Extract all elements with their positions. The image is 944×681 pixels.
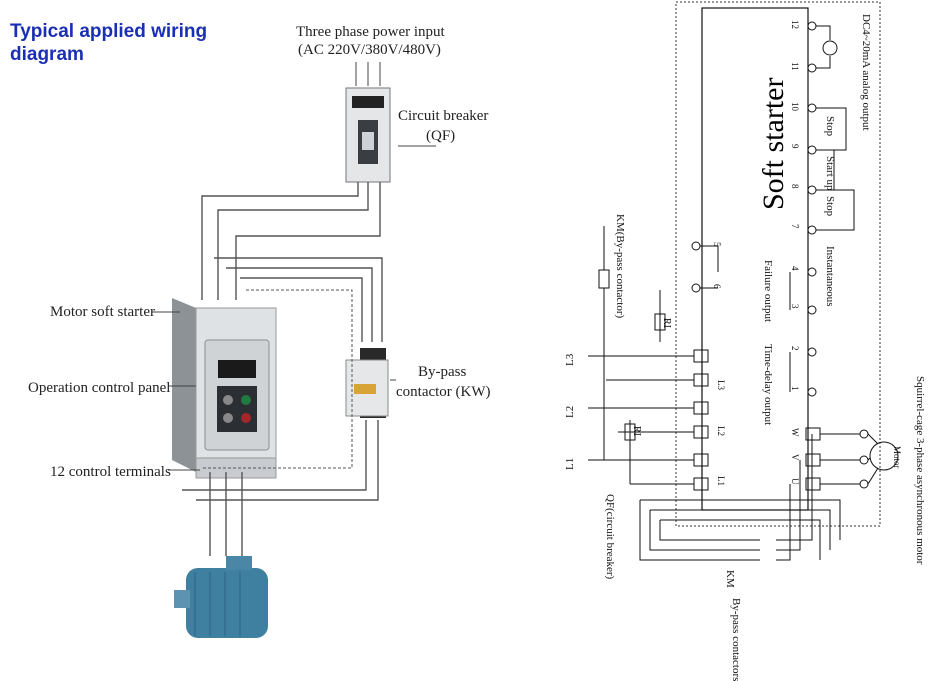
out-label-v: V	[790, 454, 800, 461]
instantaneous-label: Instantaneous	[824, 246, 836, 307]
breaker-label: Circuit breaker	[398, 108, 489, 124]
line-label-l3: L3	[564, 353, 576, 366]
km-bypass-contactor-label: KM(By-pass contactor)	[614, 214, 626, 319]
in-label-l3: L3	[716, 380, 726, 390]
illustration-wires	[182, 182, 383, 556]
ri-label: RI	[661, 318, 672, 328]
breaker-qf-label: (QF)	[426, 128, 456, 144]
soft-starter-image	[172, 298, 277, 479]
stop-label-2: Stop	[824, 196, 836, 217]
wiring-illustration	[152, 1, 899, 638]
control-terminals	[691, 21, 817, 397]
terminal-number-7: 7	[790, 224, 800, 229]
line-label-l1: L1	[564, 457, 576, 470]
power-input-arrows	[355, 62, 381, 86]
terminal-number-3: 3	[790, 304, 800, 309]
operation-panel-label: Operation control panel	[28, 380, 171, 396]
bypass-contactors-label: By-pass contactors	[730, 598, 742, 681]
terminal-number-9: 9	[790, 144, 800, 149]
line-label-l2: L2	[564, 405, 576, 418]
qf-circuit-breaker-label: QF(circuit breaker)	[604, 494, 616, 580]
terminal-number-4: 4	[790, 266, 800, 271]
control-terminals-label: 12 control terminals	[50, 464, 171, 480]
power-wiring	[588, 226, 899, 561]
in-label-l1: L1	[716, 476, 726, 486]
soft-starter-label: Soft starter	[757, 77, 790, 210]
stop-label: Stop	[824, 116, 836, 137]
power-input-voltage-label: (AC 220V/380V/480V)	[298, 42, 441, 58]
terminal-number-8: 8	[790, 184, 800, 189]
motor-caption-label: Squirrel-cage 3-phase asynchronous motor	[914, 376, 926, 565]
terminal-number-11: 11	[790, 62, 800, 71]
page-title: Typical applied wiring diagram	[10, 21, 208, 65]
terminal-number-12: 12	[790, 20, 800, 29]
km-label: KM	[724, 570, 736, 588]
time-delay-output-label: Time-delay output	[762, 344, 774, 426]
ri-label-2: RI	[631, 426, 642, 436]
terminal-number-1: 1	[790, 386, 800, 391]
power-input-label: Three phase power input	[296, 24, 445, 40]
control-wiring	[700, 25, 855, 392]
motor-symbol-label: Motor	[892, 446, 902, 469]
failure-output-label: Failure output	[762, 260, 774, 323]
terminal-number-2: 2	[790, 346, 800, 351]
out-label-u: U	[790, 478, 800, 485]
motor-soft-starter-label: Motor soft starter	[50, 304, 155, 320]
circuit-breaker-image	[345, 87, 391, 183]
terminal-number-5: 5	[712, 242, 722, 247]
start-up-label: Start up	[824, 156, 836, 191]
analog-output-label: DC4~20mA analog output	[860, 14, 872, 131]
in-label-l2: L2	[716, 426, 726, 436]
motor-image	[174, 556, 268, 638]
label-leaders	[152, 145, 436, 471]
bypass-kw-label: contactor (KW)	[396, 384, 491, 400]
bypass-label: By-pass	[418, 364, 467, 380]
control-dotted-wire	[202, 289, 353, 469]
terminal-number-6: 6	[712, 284, 722, 289]
bypass-contactor-image	[345, 348, 389, 418]
out-label-w: W	[790, 428, 800, 437]
terminal-number-10: 10	[790, 102, 800, 111]
schematic-dashed-border	[675, 1, 881, 527]
